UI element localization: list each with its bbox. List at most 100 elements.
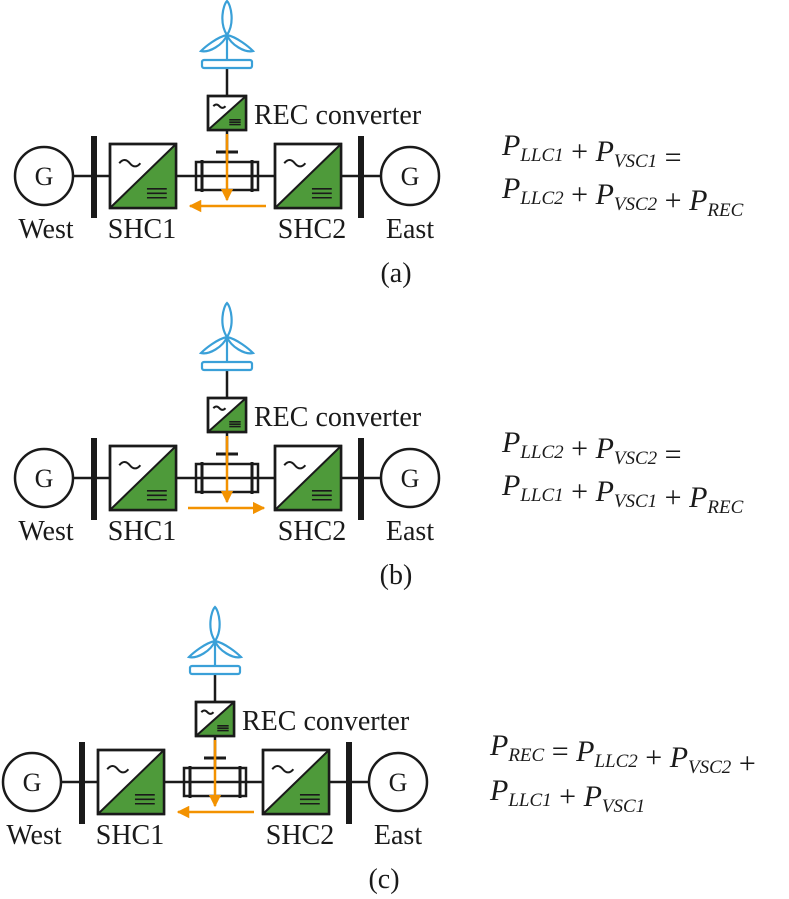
converter-diagonal — [274, 445, 342, 511]
shc2-label: SHC2 — [266, 820, 334, 851]
turbine-blade — [198, 335, 229, 355]
turbine-blade — [213, 639, 244, 659]
equation-subscript: REC — [706, 497, 743, 518]
equation-symbol: P — [688, 481, 707, 514]
converter-border — [261, 748, 331, 816]
rec-converter-label: REC converter — [254, 402, 422, 433]
turbine-base — [200, 58, 254, 70]
equation-subscript: VSC2 — [614, 194, 658, 215]
equation-c-line1: PREC = PLLC2 + PVSC2 + — [489, 729, 756, 780]
rec-converter-icon — [206, 94, 248, 132]
equation-symbol: P — [501, 426, 520, 459]
panel-caption: (a) — [380, 258, 411, 289]
generator-west-icon — [13, 447, 75, 509]
equation-subscript: VSC1 — [614, 491, 657, 512]
equation-symbol: P — [595, 432, 614, 465]
rec-converter-label: REC converter — [254, 100, 422, 131]
equation-operator: = — [657, 438, 681, 471]
equation-symbol: P — [575, 735, 594, 768]
equation-operator: + — [564, 178, 596, 211]
ac-sine-icon — [212, 103, 227, 109]
generator-east-icon — [367, 751, 429, 813]
equation-c-line2: PLLC1 + PVSC1 — [489, 774, 645, 817]
east-label: East — [374, 820, 422, 851]
generator-east-label: G — [401, 162, 420, 191]
equation-subscript: VSC2 — [614, 448, 658, 469]
equation-subscript: VSC1 — [614, 151, 657, 172]
equation-subscript: LLC1 — [519, 145, 563, 166]
equation-symbol: P — [595, 178, 614, 211]
equation-symbol: P — [489, 774, 508, 807]
equation-operator: = — [544, 735, 576, 768]
ac-sine-icon — [212, 405, 227, 411]
ac-sine-icon — [283, 159, 307, 168]
equation-operator: = — [657, 141, 681, 174]
shc2-converter-icon — [273, 444, 343, 512]
equation-operator: + — [638, 741, 670, 774]
equation-a-line1: PLLC1 + PVSC1 = — [501, 129, 682, 174]
equation-subscript: LLC2 — [593, 751, 638, 772]
equation-subscript: LLC2 — [519, 442, 564, 463]
shc1-label: SHC1 — [96, 820, 164, 851]
equation-b-line2: PLLC1 + PVSC1 + PREC — [501, 469, 744, 518]
east-label: East — [386, 214, 434, 245]
equation-a-line2: PLLC2 + PVSC2 + PREC — [501, 172, 744, 221]
converter-diagonal — [109, 445, 177, 511]
converter-border — [108, 142, 178, 210]
shc1-label: SHC1 — [108, 214, 176, 245]
turbine-blade — [221, 301, 233, 339]
equation-subscript: REC — [706, 200, 743, 221]
equation-operator: + — [564, 475, 596, 508]
equation-operator: + — [731, 747, 755, 780]
ac-sine-icon — [106, 765, 130, 774]
equation-symbol: P — [688, 184, 707, 217]
converter-border — [96, 748, 166, 816]
shc2-converter-icon — [273, 142, 343, 210]
equation-operator: + — [657, 481, 689, 514]
turbine-base — [200, 360, 254, 372]
ac-sine-icon — [118, 461, 142, 470]
ac-sine-icon — [200, 709, 215, 715]
turbine-blade — [225, 33, 256, 53]
converter-diagonal — [97, 749, 165, 815]
turbine-blade — [209, 605, 221, 643]
generator-west-icon — [13, 145, 75, 207]
converter-diagonal — [262, 749, 330, 815]
converter-border — [273, 444, 343, 512]
rec-converter-icon — [206, 396, 248, 434]
equation-operator: + — [564, 135, 596, 168]
shc1-converter-icon — [108, 444, 178, 512]
converter-diagonal — [195, 701, 235, 737]
generator-east-icon — [379, 447, 441, 509]
turbine-blade — [186, 639, 217, 659]
equation-subscript: LLC1 — [507, 790, 551, 811]
equation-symbol: P — [669, 741, 688, 774]
equation-symbol: P — [501, 129, 520, 162]
generator-west-label: G — [35, 162, 54, 191]
ac-sine-icon — [283, 461, 307, 470]
converter-border — [108, 444, 178, 512]
rec-converter-label: REC converter — [242, 706, 410, 737]
shc1-converter-icon — [96, 748, 166, 816]
equation-subscript: VSC2 — [688, 757, 732, 778]
equation-symbol: P — [489, 729, 508, 762]
generator-east-label: G — [389, 768, 408, 797]
generator-west-label: G — [23, 768, 42, 797]
wind-turbine-icon — [198, 0, 256, 70]
rec-converter-icon — [194, 700, 236, 738]
converter-diagonal — [109, 143, 177, 209]
panel-caption: (c) — [368, 864, 399, 895]
equation-operator: + — [657, 184, 689, 217]
shc1-label: SHC1 — [108, 516, 176, 547]
equation-b-line1: PLLC2 + PVSC2 = — [501, 426, 682, 471]
shc1-converter-icon — [108, 142, 178, 210]
panel-caption: (b) — [380, 560, 413, 591]
converter-diagonal — [207, 397, 247, 433]
generator-west-icon — [1, 751, 63, 813]
equation-subscript: LLC2 — [519, 188, 564, 209]
equation-symbol: P — [595, 475, 614, 508]
equation-operator: + — [564, 432, 596, 465]
west-label: West — [6, 820, 62, 851]
